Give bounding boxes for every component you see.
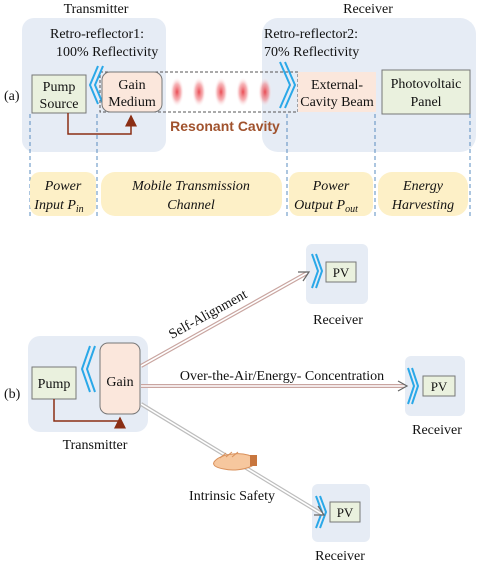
stage-4-line2: Harvesting (391, 198, 454, 213)
hand-icon (213, 451, 257, 471)
b-retro-reflector-icon (80, 345, 96, 393)
self-alignment-label: Self-Alignment (167, 287, 251, 342)
beam-over-the-air (141, 380, 409, 392)
pump-source-line1: Pump (43, 80, 76, 95)
pump-source-line2: Source (40, 97, 79, 112)
b-pv-1-label: PV (333, 265, 350, 280)
gain-medium-box (101, 71, 163, 113)
panel-b-label: (b) (4, 387, 21, 402)
stage-3-line2: Output Pout (294, 198, 358, 215)
pv-panel-line2: Panel (410, 95, 441, 110)
retro1-line2: 100% Reflectivity (56, 45, 158, 60)
panel-a-label: (a) (4, 89, 20, 104)
b-receiver-1-label: Receiver (313, 313, 363, 328)
b-pv-3-box (329, 501, 361, 523)
gain-medium-line2: Medium (108, 95, 156, 110)
gain-medium-line1: Gain (118, 78, 145, 93)
retro1-line1: Retro-reflector1: (50, 27, 144, 42)
b-pv-3-label: PV (337, 505, 354, 520)
b-receiver-3-label: Receiver (315, 549, 365, 564)
pump-source-box (31, 74, 87, 114)
b-transmitter-label: Transmitter (63, 438, 128, 453)
stage-1-line2: Input Pin (33, 198, 83, 215)
b-gain-label: Gain (106, 375, 133, 390)
stage-4-line1: Energy (402, 179, 444, 194)
stage-3-line1: Power (312, 179, 350, 194)
over-the-air-label: Over-the-Air/Energy- Concentration (180, 369, 384, 384)
stage-power-input (30, 172, 96, 216)
pv-panel-line1: Photovoltaic (391, 77, 462, 92)
retro2-line1: Retro-reflector2: (264, 27, 358, 42)
b-receiver-2-reflector-icon (407, 367, 420, 405)
retro-reflector-2-icon (279, 61, 297, 109)
stage-energy-harvesting (378, 172, 468, 216)
beam-self-alignment (140, 271, 311, 368)
receiver-title: Receiver (343, 2, 393, 17)
intrinsic-safety-label: Intrinsic Safety (189, 489, 275, 504)
b-pump-box (31, 366, 77, 400)
external-beam-line1: External- (311, 78, 363, 93)
b-pump-label: Pump (38, 377, 71, 392)
b-pv-2-box (422, 375, 456, 397)
stage-2-line2: Channel (167, 198, 215, 213)
b-pv-2-label: PV (431, 379, 448, 394)
b-receiver-1-reflector-icon (311, 253, 324, 289)
stage-1-line1: Power (44, 179, 82, 194)
photovoltaic-panel-box (381, 69, 471, 115)
stage-power-output (289, 172, 373, 216)
stage-mobile-channel (101, 172, 282, 216)
stage-2-line1: Mobile Transmission (131, 179, 250, 194)
external-cavity-beam-box (298, 72, 376, 112)
b-pump-feedback-arrow (53, 399, 126, 429)
retro2-line2: 70% Reflectivity (264, 45, 359, 60)
b-gain-box (99, 342, 141, 415)
transmitter-title: Transmitter (64, 2, 129, 17)
pump-to-gain-arrow (67, 113, 137, 135)
resonant-cavity-label: Resonant Cavity (170, 118, 280, 134)
b-pv-1-box (325, 261, 357, 283)
b-receiver-2-label: Receiver (412, 423, 462, 438)
external-beam-line2: Cavity Beam (300, 95, 374, 110)
retro-reflector-1-icon (88, 65, 104, 105)
cavity-beam-glow (170, 77, 272, 107)
